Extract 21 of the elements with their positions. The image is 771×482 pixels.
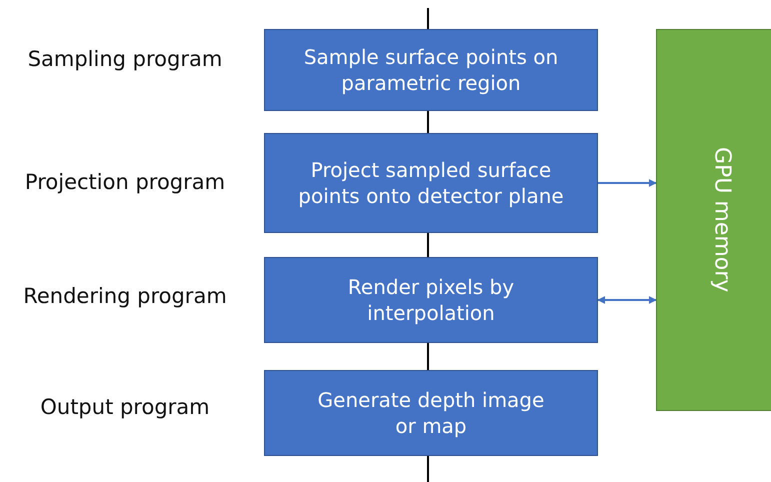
process-label: Project sampled surface points onto detector plane (297, 157, 565, 209)
arrow (598, 179, 657, 187)
process-box (264, 370, 598, 456)
connector-line (427, 111, 429, 133)
stage-label: Rendering program (22, 284, 228, 308)
stage-label: Output program (39, 395, 211, 419)
arrow (597, 296, 657, 304)
memory-label: GPU memory (708, 147, 736, 293)
process-box (264, 257, 598, 343)
process-label: Generate depth image or map (316, 387, 546, 439)
process-label: Render pixels by interpolation (346, 274, 516, 326)
process-box (264, 29, 598, 111)
stage-label: Sampling program (26, 47, 224, 71)
memory-box (656, 29, 771, 411)
process-box (264, 133, 598, 233)
connector-line (427, 343, 429, 370)
stage-label: Projection program (24, 170, 226, 194)
connector-line (427, 233, 429, 257)
process-label: Sample surface points on parametric region (302, 44, 560, 96)
connector-line (427, 8, 429, 29)
connector-line (427, 456, 429, 482)
